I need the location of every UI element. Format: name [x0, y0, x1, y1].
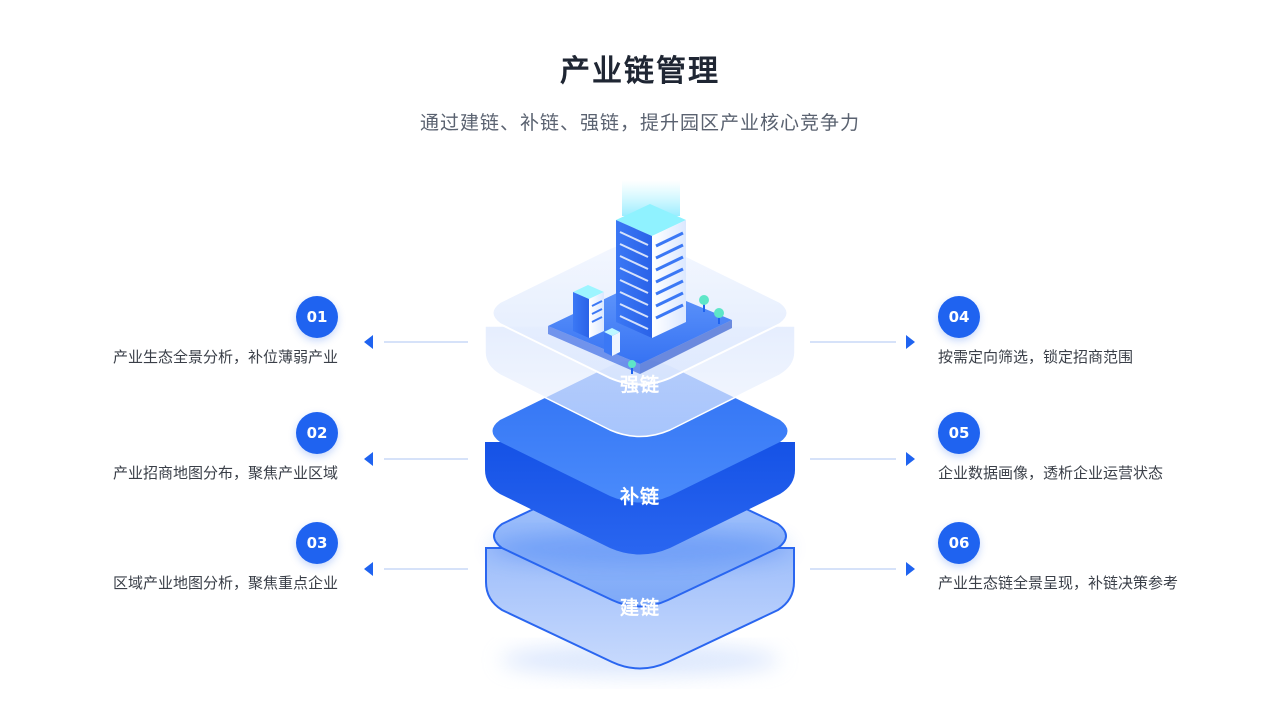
point-description: 产业招商地图分布，聚焦产业区域 [112, 464, 338, 482]
point-description: 产业生态链全景呈现，补链决策参考 [938, 574, 1179, 592]
point-number-badge: 03 [296, 522, 338, 564]
building-main-icon [616, 204, 686, 338]
point-number-badge: 04 [938, 296, 980, 338]
connector-right-3 [810, 562, 915, 576]
connector-right-2 [810, 452, 915, 466]
connector-left-3 [364, 562, 468, 576]
connector-right-1 [810, 335, 915, 349]
layer-label-strengthen: 强链 [619, 374, 660, 396]
layer-label-supplement: 补链 [619, 486, 660, 508]
connector-left-1 [364, 335, 468, 349]
tree-icon [628, 295, 724, 374]
building-small-icon [573, 285, 604, 338]
point-number-badge: 06 [938, 522, 980, 564]
point-description: 按需定向筛选，锁定招商范围 [938, 348, 1134, 366]
point-description: 产业生态全景分析，补位薄弱产业 [112, 348, 338, 366]
building-tiny-icon [604, 328, 620, 356]
connector-left-2 [364, 452, 468, 466]
point-number-badge: 01 [296, 296, 338, 338]
point-description: 区域产业地图分析，聚焦重点企业 [112, 574, 338, 592]
point-number-badge: 02 [296, 412, 338, 454]
page-title: 产业链管理 [560, 54, 720, 89]
layer-label-build: 建链 [619, 597, 660, 619]
page-subtitle: 通过建链、补链、强链，提升园区产业核心竞争力 [419, 112, 860, 134]
point-number-badge: 05 [938, 412, 980, 454]
point-description: 企业数据画像，透析企业运营状态 [938, 464, 1164, 482]
